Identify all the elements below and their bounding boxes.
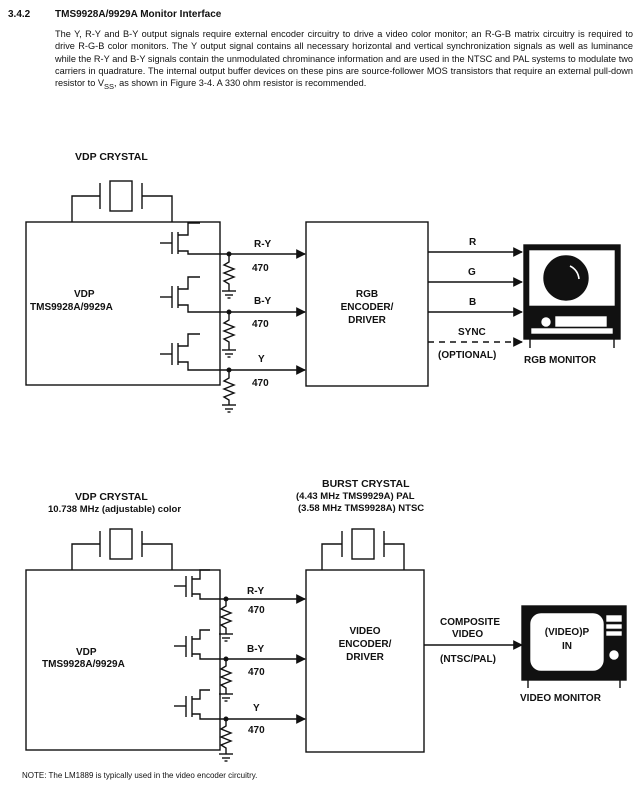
video-encoder-label-1: VIDEO bbox=[349, 626, 380, 637]
footnote: NOTE: The LM1889 is typically used in th… bbox=[22, 771, 258, 780]
burst-crystal-label: BURST CRYSTAL bbox=[322, 478, 410, 490]
output-transistor-ry-bottom bbox=[174, 569, 306, 604]
video-monitor-diagram bbox=[25, 528, 627, 762]
bottom-signal-ry: R-Y bbox=[247, 586, 265, 597]
pulldown-resistor-y bbox=[222, 370, 236, 413]
intro-paragraph: The Y, R-Y and B-Y output signals requir… bbox=[55, 28, 633, 93]
composite-video-label: VIDEO bbox=[452, 629, 483, 640]
video-screen-text-1: (VIDEO)P bbox=[545, 627, 590, 638]
pulldown-resistor-by-bottom bbox=[219, 659, 233, 702]
vdp-crystal-symbol bbox=[71, 180, 173, 222]
video-encoder-label-3: DRIVER bbox=[346, 652, 385, 663]
video-encoder-box bbox=[305, 569, 425, 753]
bottom-vdp-part-label: TMS9928A/9929A bbox=[42, 659, 125, 670]
vdp-crystal-symbol-bottom bbox=[71, 528, 173, 570]
burst-ntsc-label: (3.58 MHz TMS9928A) NTSC bbox=[298, 503, 424, 514]
top-resistor-by: 470 bbox=[252, 319, 269, 330]
rgb-encoder-label-3: DRIVER bbox=[348, 315, 387, 326]
bottom-resistor-ry: 470 bbox=[248, 605, 265, 616]
section-title: TMS9928A/9929A Monitor Interface bbox=[55, 9, 222, 20]
top-resistor-y: 470 bbox=[252, 378, 269, 389]
output-label-b: B bbox=[469, 297, 476, 308]
pulldown-resistor-ry bbox=[222, 254, 236, 299]
ntsc-pal-label: (NTSC/PAL) bbox=[440, 654, 496, 665]
video-monitor-label: VIDEO MONITOR bbox=[520, 693, 602, 704]
bottom-resistor-by: 470 bbox=[248, 667, 265, 678]
composite-label: COMPOSITE bbox=[440, 617, 500, 628]
top-vdp-part-label: TMS9928A/9929A bbox=[30, 302, 113, 313]
video-encoder-label-2: ENCODER/ bbox=[339, 639, 392, 650]
top-signal-ry: R-Y bbox=[254, 239, 272, 250]
sync-label: SYNC bbox=[458, 327, 486, 338]
section-number: 3.4.2 bbox=[8, 9, 31, 20]
top-vdp-label: VDP bbox=[74, 289, 95, 300]
output-transistor-y-bottom bbox=[174, 689, 306, 724]
bottom-signal-y: Y bbox=[253, 703, 260, 714]
bottom-signal-by: B-Y bbox=[247, 644, 265, 655]
paragraph-text-after: , as shown in Figure 3-4. A 330 ohm resi… bbox=[114, 78, 367, 89]
output-label-g: G bbox=[468, 267, 476, 278]
pulldown-resistor-ry-bottom bbox=[219, 599, 233, 642]
output-transistor-y bbox=[160, 333, 306, 375]
top-resistor-ry: 470 bbox=[252, 263, 269, 274]
top-signal-y: Y bbox=[258, 354, 265, 365]
vdp-chip-box bbox=[25, 221, 221, 386]
top-signal-by: B-Y bbox=[254, 296, 272, 307]
paragraph-text-before: The Y, R-Y and B-Y output signals requir… bbox=[55, 29, 633, 89]
rgb-encoder-box bbox=[305, 221, 429, 387]
rgb-monitor-icon bbox=[523, 244, 621, 348]
video-screen-text-2: IN bbox=[562, 641, 572, 652]
rgb-monitor-label: RGB MONITOR bbox=[524, 355, 597, 366]
video-monitor-icon bbox=[521, 605, 627, 688]
bottom-vdp-label: VDP bbox=[76, 647, 97, 658]
output-transistor-ry bbox=[160, 222, 306, 259]
rgb-encoder-label-2: ENCODER/ bbox=[341, 302, 394, 313]
bottom-crystal-label: VDP CRYSTAL bbox=[75, 491, 148, 503]
pulldown-resistor-y-bottom bbox=[219, 719, 233, 762]
vdp-chip-box-bottom bbox=[25, 569, 221, 751]
bottom-crystal-freq: 10.738 MHz (adjustable) color bbox=[48, 504, 181, 515]
vss-subscript: SS bbox=[104, 82, 115, 92]
rgb-monitor-diagram bbox=[25, 180, 621, 413]
output-label-r: R bbox=[469, 237, 477, 248]
burst-pal-label: (4.43 MHz TMS9929A) PAL bbox=[296, 491, 415, 502]
optional-label: (OPTIONAL) bbox=[438, 350, 496, 361]
pulldown-resistor-by bbox=[222, 312, 236, 358]
rgb-encoder-label-1: RGB bbox=[356, 289, 378, 300]
top-crystal-label: VDP CRYSTAL bbox=[75, 151, 148, 163]
bottom-resistor-y: 470 bbox=[248, 725, 265, 736]
burst-crystal-symbol bbox=[321, 528, 405, 570]
output-transistor-by bbox=[160, 276, 306, 317]
output-transistor-by-bottom bbox=[174, 629, 306, 664]
